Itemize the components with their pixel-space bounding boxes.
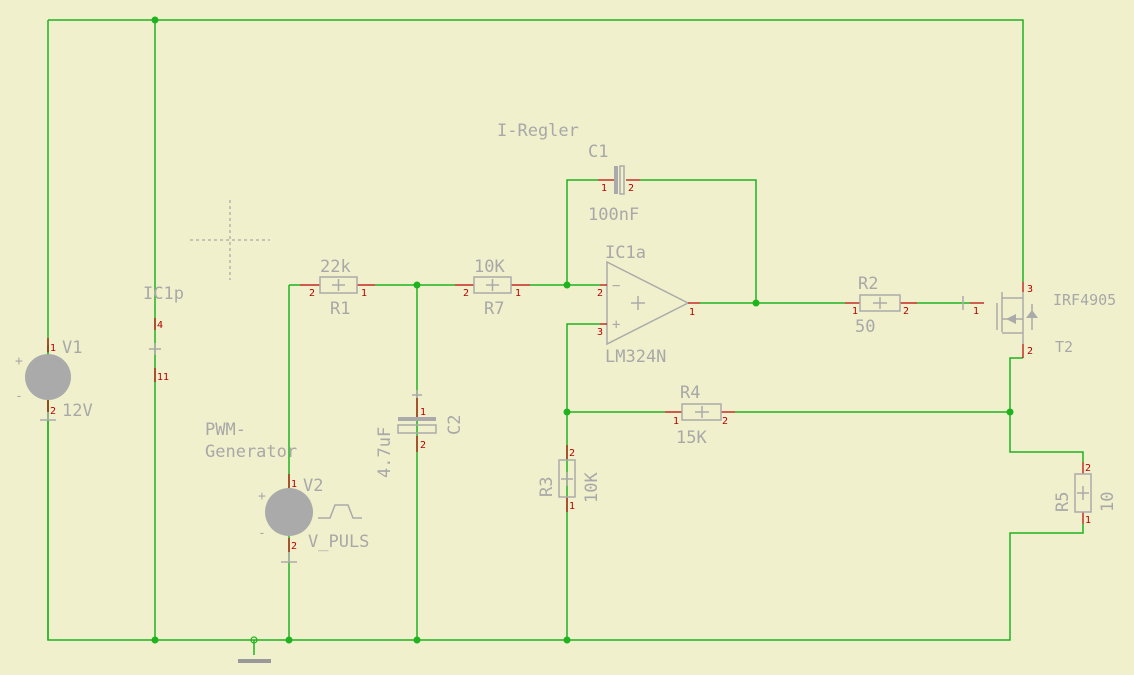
r2-resistor[interactable]: 1 2 R2 50 [845,274,917,337]
r5-pin1: 1 [1085,515,1091,526]
v2-plus-sign: + [258,489,266,504]
wires [47,19,1084,655]
v1-minus-sign: - [15,389,23,404]
r1-pin1: 1 [361,288,367,299]
c1-pin1: 1 [601,183,607,194]
c2-capacitor[interactable]: 1 2 4.7uF C2 [375,390,465,478]
r5-pin2: 2 [1085,463,1091,474]
crosshair-cursor-icon [190,200,270,280]
r7-pin2: 2 [463,288,469,299]
v2-pulse-source[interactable]: + - 1 2 V2 V_PULS [258,474,369,563]
r1-pin2: 2 [309,288,315,299]
v2-value: V_PULS [308,532,369,552]
ic1a-part: LM324N [605,347,666,367]
r1-name: R1 [330,299,350,319]
r4-pin1: 1 [673,416,679,427]
ic1a-name: IC1a [605,243,646,263]
v2-pin2: 2 [291,541,297,552]
pulse-waveform-icon [318,504,362,519]
r2-pin1: 1 [852,306,858,317]
c1-capacitor[interactable]: 1 2 C1 100nF [588,142,640,225]
v1-plus-sign: + [15,354,23,369]
c1-name: C1 [588,142,608,162]
c1-pin2: 2 [628,183,634,194]
r3-resistor[interactable]: 2 1 R3 10K [537,445,602,512]
ic1a-noninverting-sign: + [612,317,620,333]
ic1a-inverting-sign: − [612,278,620,294]
t2-pin3: 3 [1027,284,1033,295]
t2-pin2: 2 [1027,346,1033,357]
r2-name: R2 [858,274,878,294]
v1-name: V1 [62,338,82,358]
v1-pin1: 1 [50,343,56,354]
v2-pin1: 1 [291,479,297,490]
ic1p-pin4: 4 [157,320,163,331]
r2-pin2: 2 [903,306,909,317]
r1-value: 22k [320,257,351,277]
ic1p-power-pins[interactable]: IC1p 4 11 [143,284,184,383]
r5-value: 10 [1098,492,1118,512]
circuit-title: I-Regler [497,121,579,141]
r7-name: R7 [484,299,504,319]
r7-pin1: 1 [515,288,521,299]
r3-pin2: 2 [569,448,575,459]
t2-part: IRF4905 [1053,291,1116,309]
c1-value: 100nF [588,205,639,225]
r5-name: R5 [1053,492,1073,512]
ground-symbol[interactable] [238,636,271,663]
r7-resistor[interactable]: 2 1 10K R7 [455,257,530,319]
r7-value: 10K [474,257,505,277]
v1-pin2: 2 [50,406,56,417]
c2-pin2: 2 [420,440,426,451]
ic1a-pin1: 1 [689,307,695,318]
v2-minus-sign: - [258,526,266,541]
c2-value: 4.7uF [375,427,395,478]
ic1a-opamp[interactable]: − + 2 3 1 IC1a LM324N [597,243,700,367]
r3-value: 10K [582,472,602,503]
r5-resistor[interactable]: 2 1 R5 10 [1053,462,1118,526]
junctions [151,16,1014,644]
r3-pin1: 1 [569,501,575,512]
r2-value: 50 [855,317,875,337]
pwm-label-line1: PWM- [205,420,246,440]
ic1a-pin2: 2 [597,288,603,299]
pwm-label-line2: Generator [205,442,297,462]
t2-name: T2 [1055,338,1073,356]
ic1p-pin11: 11 [157,372,169,383]
r3-name: R3 [537,477,557,497]
t2-pin1: 1 [973,306,979,317]
ic1a-pin3: 3 [597,327,603,338]
r4-pin2: 2 [722,416,728,427]
v1-voltage-source[interactable]: + - 1 2 V1 12V [15,338,93,421]
r4-resistor[interactable]: 1 2 R4 15K [665,383,735,448]
pwm-generator-label: PWM- Generator [205,420,297,462]
ic1p-name: IC1p [143,284,184,304]
r4-name: R4 [680,383,700,403]
c2-pin1: 1 [420,407,426,418]
r1-resistor[interactable]: 2 1 22k R1 [300,257,375,319]
v1-value: 12V [62,401,93,421]
r4-value: 15K [676,428,707,448]
v2-name: V2 [303,476,323,496]
t2-mosfet[interactable]: 1 3 2 IRF4905 T2 [962,282,1116,358]
c2-name: C2 [445,415,465,435]
